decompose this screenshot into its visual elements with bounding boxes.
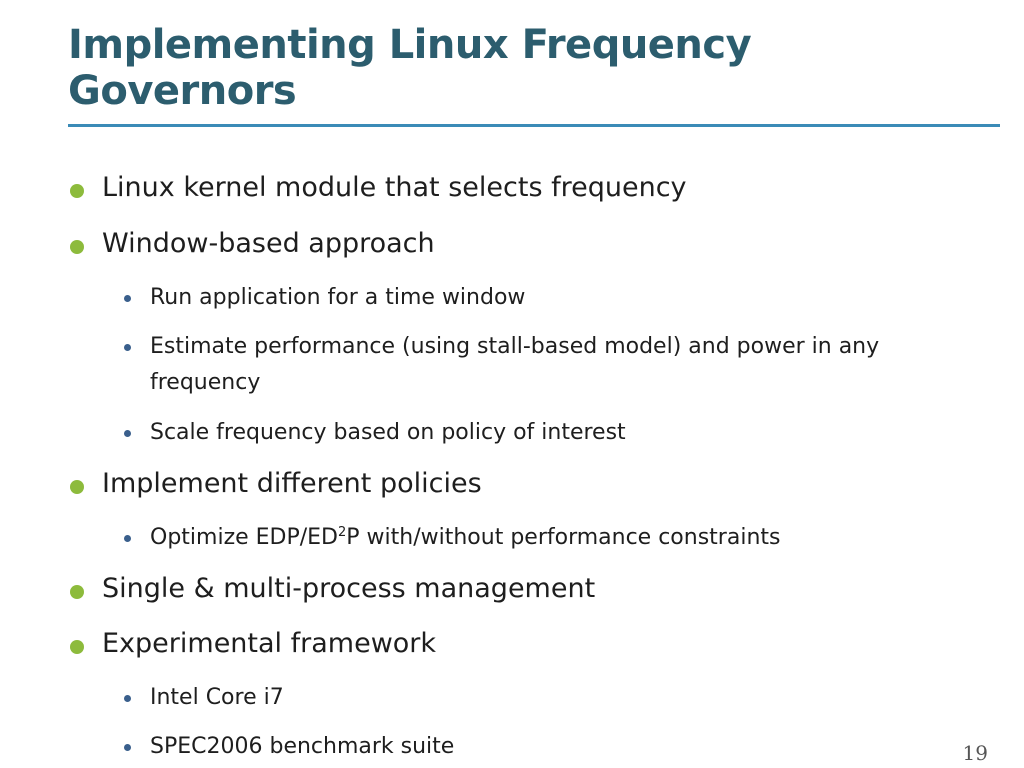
bullet-text: Implement different policies: [102, 468, 482, 499]
sub-bullet-dot-icon: [124, 295, 131, 302]
bullet-dot-icon: [70, 240, 84, 254]
sub-bullet-dot-icon: [124, 430, 131, 437]
page-number: 19: [962, 741, 988, 765]
sub-bullet-text: Optimize EDP/ED2P with/without performan…: [150, 520, 995, 556]
sub-bullet-text: Run application for a time window: [150, 285, 526, 310]
bullet-dot-icon: [70, 640, 84, 654]
sub-bullet-dot-icon: [124, 344, 131, 351]
sub-bullet-text: Estimate performance (using stall-based …: [150, 329, 995, 401]
sub-bullet-dot-icon: [124, 535, 131, 542]
slide-title-line-2: Governors: [68, 68, 297, 114]
bullet-text: Experimental framework: [102, 628, 437, 659]
slide-title-line-1: Implementing Linux Frequency: [68, 22, 752, 68]
sub-bullet-text-line-2: frequency: [150, 370, 261, 395]
sub-bullet-text: Scale frequency based on policy of inter…: [150, 420, 626, 445]
title-underline: [68, 124, 1000, 127]
bullet-dot-icon: [70, 184, 84, 198]
slide-title: Implementing Linux Frequency Governors: [68, 22, 998, 114]
sub-bullet-text: SPEC2006 benchmark suite: [150, 734, 455, 759]
sub-bullet-dot-icon: [124, 744, 131, 751]
sub-bullet-text: Intel Core i7: [150, 685, 284, 710]
bullet-text: Window-based approach: [102, 228, 435, 259]
bullet-dot-icon: [70, 585, 84, 599]
bullet-dot-icon: [70, 480, 84, 494]
bullet-text: Linux kernel module that selects frequen…: [102, 172, 687, 203]
bullet-text: Single & multi-process management: [102, 573, 596, 604]
sub-bullet-text-before: Optimize EDP/ED: [150, 525, 338, 550]
sub-bullet-dot-icon: [124, 695, 131, 702]
sub-bullet-text-line-1: Estimate performance (using stall-based …: [150, 334, 880, 359]
superscript: 2: [338, 525, 347, 540]
sub-bullet-text-after: P with/without performance constraints: [346, 525, 781, 550]
